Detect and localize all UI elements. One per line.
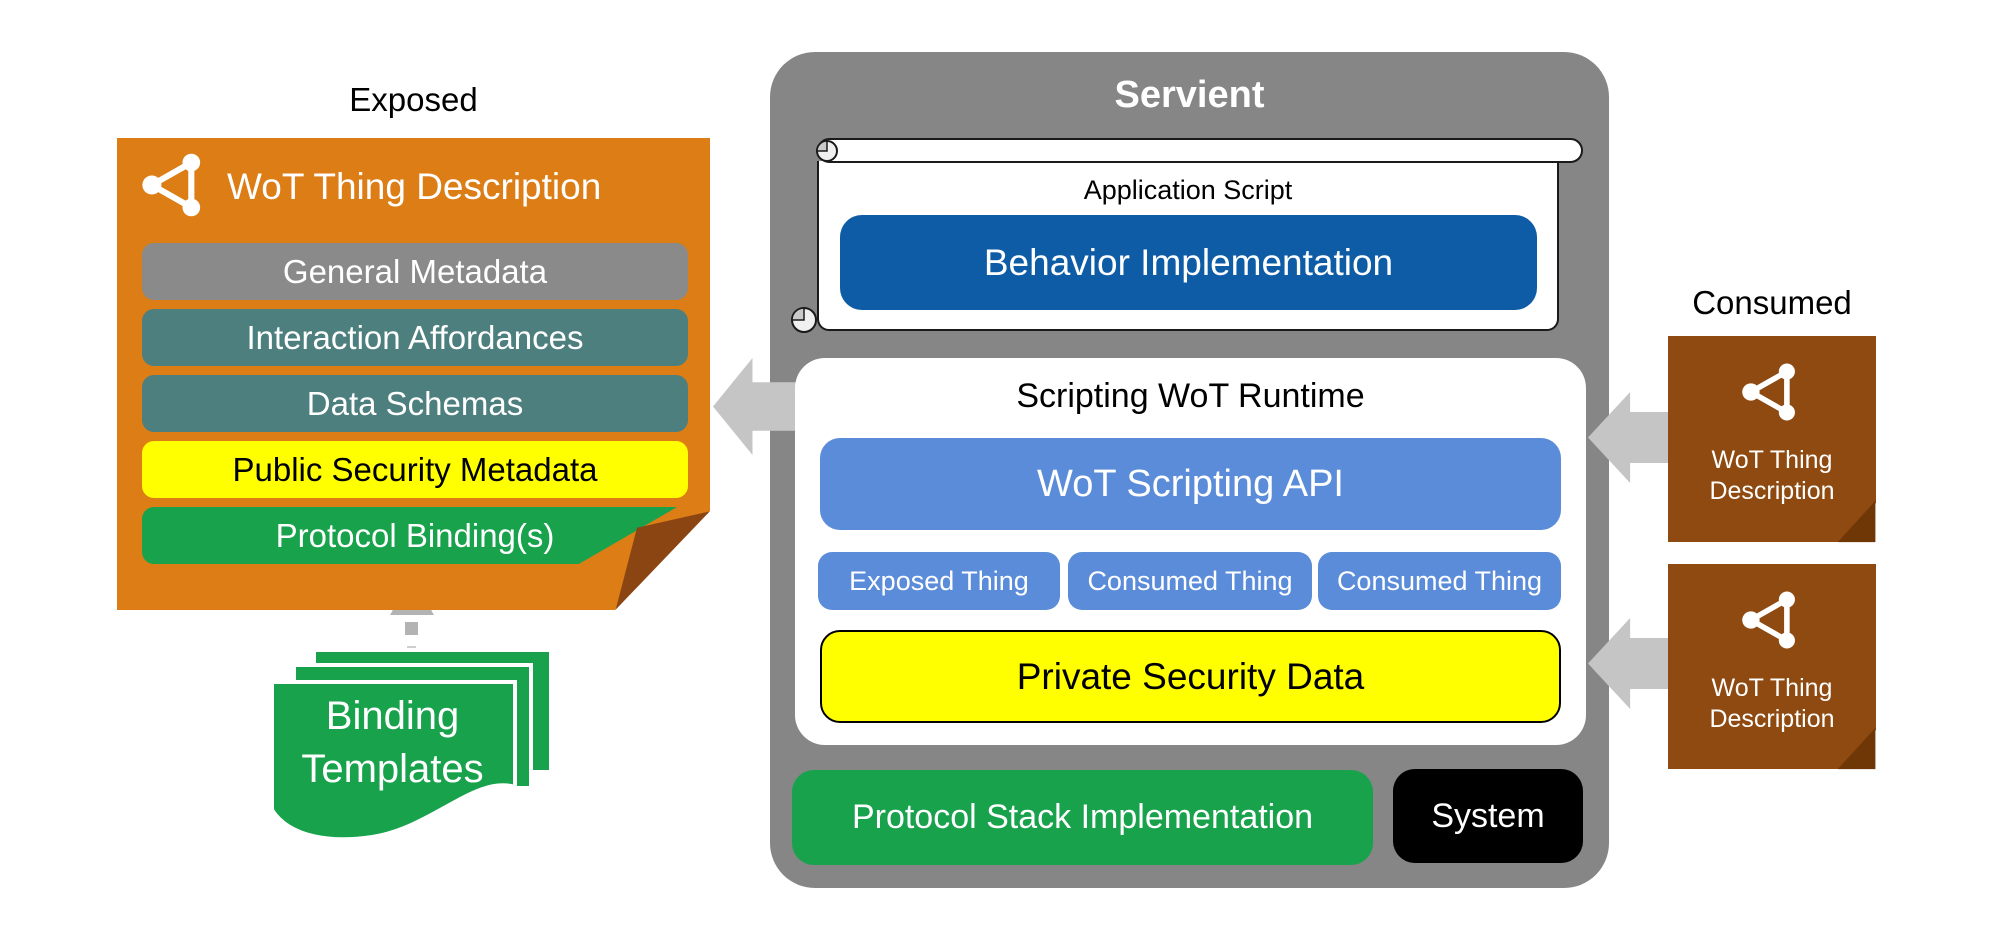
consumed-thing-box-2: Consumed Thing <box>1318 552 1561 610</box>
binding-template-page-front <box>270 680 517 844</box>
td-section-public-security-metadata: Public Security Metadata <box>142 441 688 498</box>
scripting-wot-runtime-title: Scripting WoT Runtime <box>1016 376 1365 415</box>
exposed-thing-description-box: WoT Thing Description General Metadata I… <box>117 138 710 610</box>
application-script-scroll-top <box>817 138 1583 163</box>
consumed-td-1-line2: Description <box>1709 477 1835 505</box>
scroll-top-curl-icon <box>814 139 840 168</box>
consumed-thing-box-1: Consumed Thing <box>1068 552 1312 610</box>
consumed-td-box-2: WoT Thing Description <box>1668 564 1876 769</box>
td-section-protocol-bindings: Protocol Binding(s) <box>142 507 678 564</box>
td-section-interaction-affordances: Interaction Affordances <box>142 309 688 366</box>
binding-templates-label: Binding Templates <box>272 688 513 798</box>
consumed-td-label-2: WoT Thing Description <box>1709 673 1834 735</box>
consumed-td-2-line2: Description <box>1709 705 1835 733</box>
consumed-td-2-line1: WoT Thing <box>1711 674 1833 702</box>
servient-title: Servient <box>1114 73 1265 116</box>
wot-logo-icon <box>1741 586 1803 659</box>
wot-scripting-api-box: WoT Scripting API <box>820 438 1561 530</box>
behavior-implementation-box: Behavior Implementation <box>840 215 1537 310</box>
private-security-data-box: Private Security Data <box>820 630 1561 723</box>
exposed-td-header: WoT Thing Description <box>141 153 602 218</box>
consumed-td-label-1: WoT Thing Description <box>1709 445 1834 507</box>
consumed-label: Consumed <box>1692 284 1852 321</box>
application-script-label: Application Script <box>1083 174 1293 205</box>
scroll-bottom-curl-icon <box>789 305 819 340</box>
consumed-td-box-1: WoT Thing Description <box>1668 336 1876 542</box>
consumed-td-1-line1: WoT Thing <box>1711 446 1833 474</box>
arrow-binding-templates-dash <box>405 622 418 635</box>
binding-templates-line2: Templates <box>301 747 484 791</box>
exposed-label: Exposed <box>349 81 478 118</box>
exposed-td-title: WoT Thing Description <box>227 166 602 207</box>
wot-logo-icon <box>141 148 209 227</box>
wot-logo-icon <box>1741 358 1803 431</box>
binding-templates-line1: Binding <box>325 694 460 738</box>
exposed-thing-box: Exposed Thing <box>818 552 1060 610</box>
td-section-general-metadata: General Metadata <box>142 243 688 300</box>
td-section-data-schemas: Data Schemas <box>142 375 688 432</box>
system-box: System <box>1393 769 1583 863</box>
protocol-stack-implementation-box: Protocol Stack Implementation <box>792 770 1373 865</box>
